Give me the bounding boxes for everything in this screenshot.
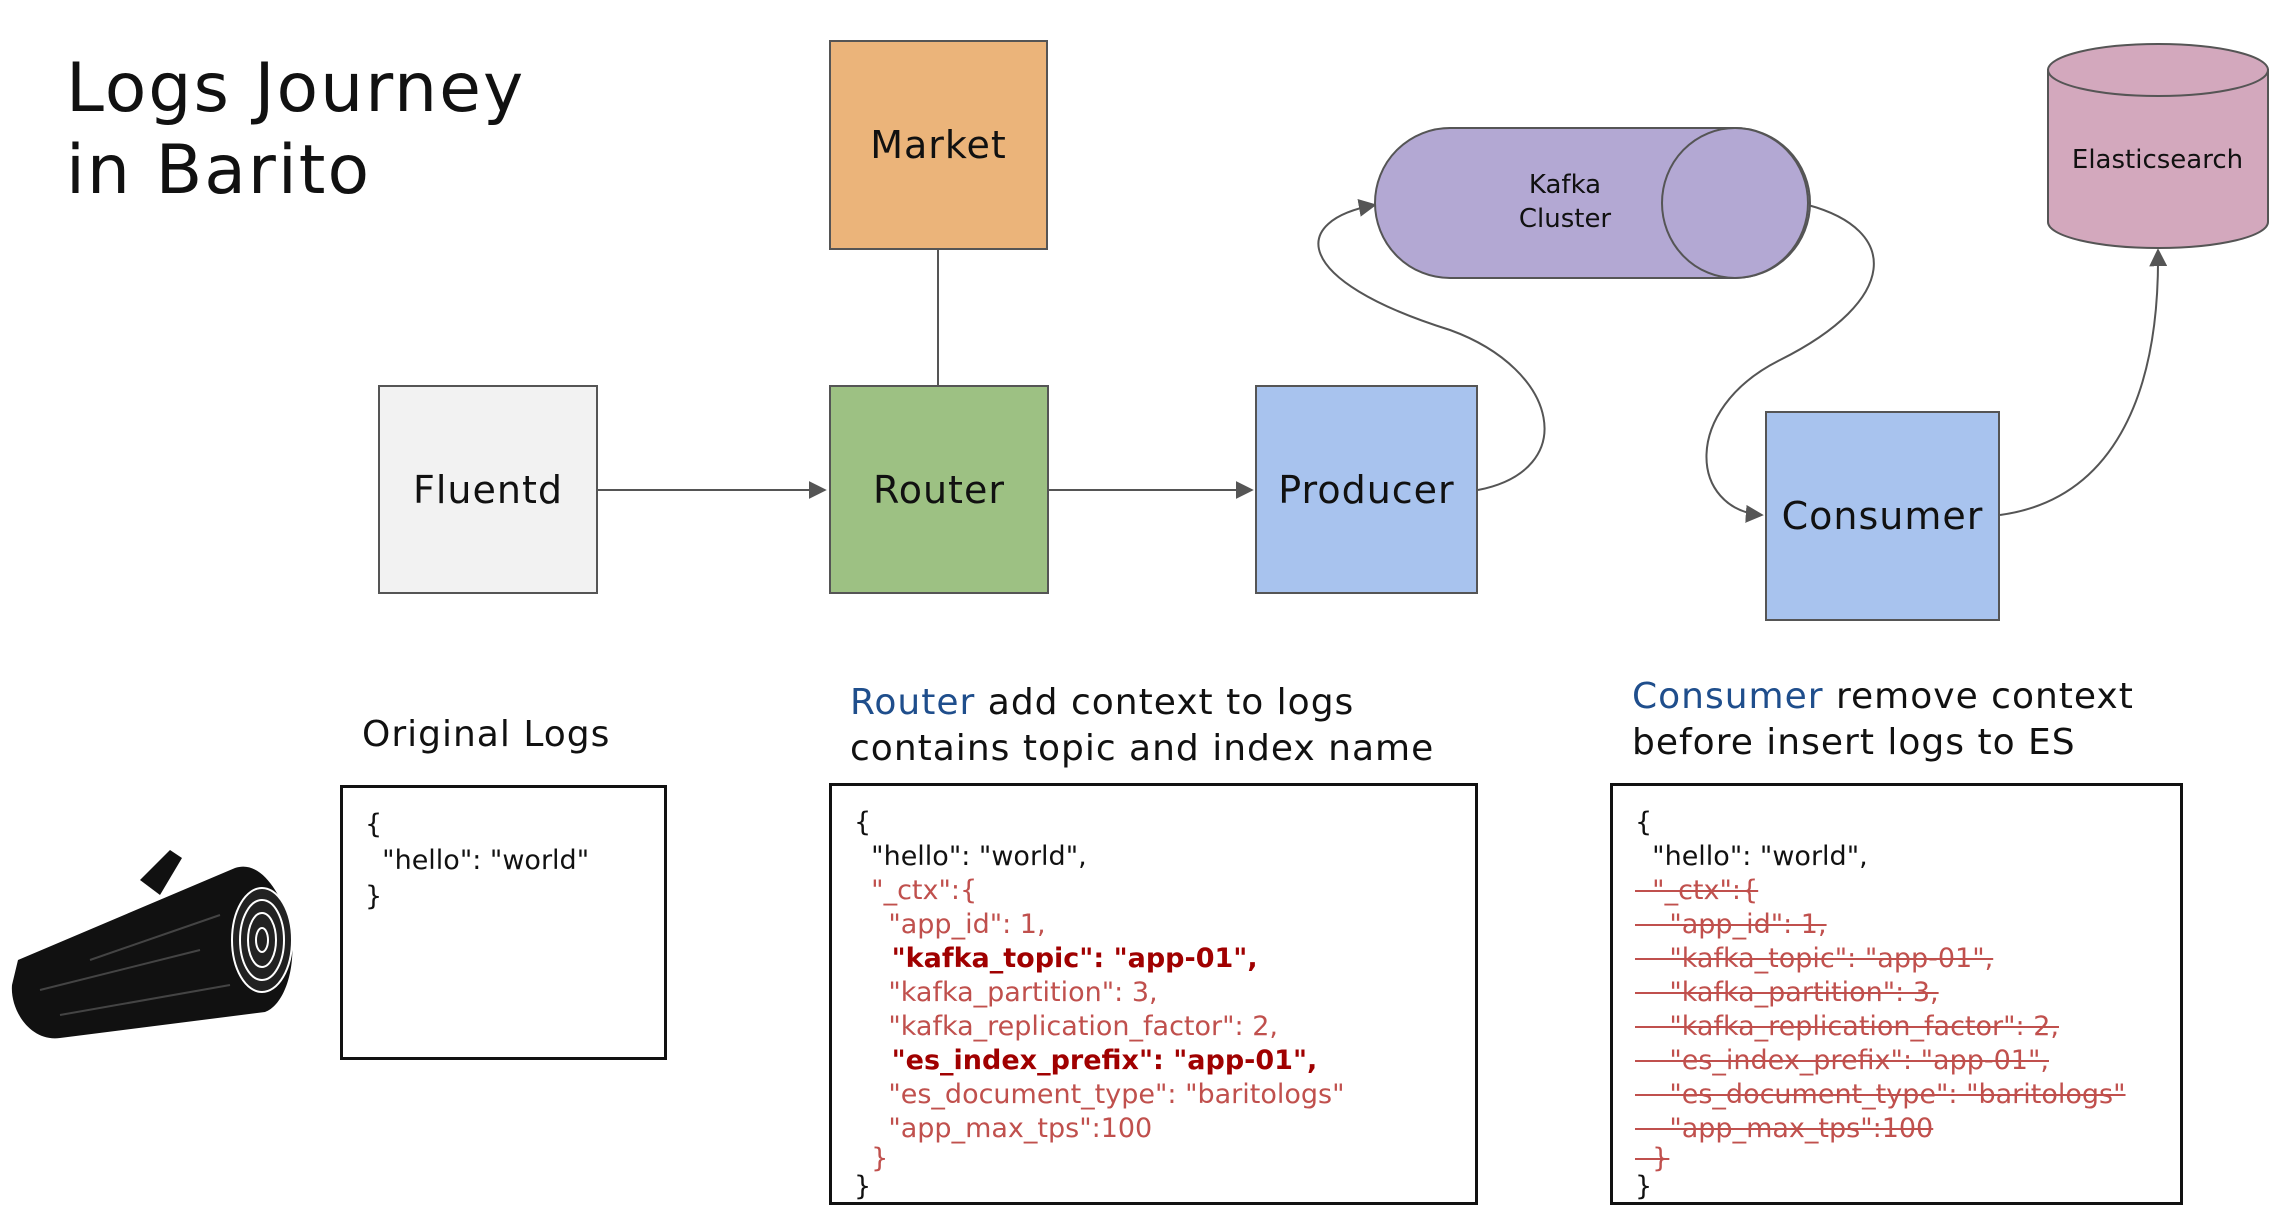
title-line-2: in Barito bbox=[66, 131, 372, 210]
code-line: } bbox=[854, 1143, 889, 1174]
code-line: "kafka_replication_factor": 2, bbox=[1635, 1011, 2059, 1042]
kafka-cluster-label: Kafka Cluster bbox=[1470, 168, 1660, 236]
original-logs-caption: Original Logs bbox=[362, 714, 611, 755]
code-line: "es_document_type": "baritologs" bbox=[1635, 1079, 2126, 1110]
code-line: "es_document_type": "baritologs" bbox=[854, 1079, 1345, 1110]
code-line: } bbox=[365, 881, 383, 912]
kafka-label-line-2: Cluster bbox=[1518, 204, 1612, 234]
code-line: "es_index_prefix": "app-01", bbox=[854, 1045, 1318, 1076]
code-line: "hello": "world" bbox=[365, 845, 590, 876]
code-line: "hello": "world", bbox=[1635, 841, 1868, 872]
code-line: "app_max_tps":100 bbox=[854, 1113, 1153, 1144]
market-node[interactable]: Market bbox=[829, 40, 1048, 250]
kafka-cluster-node bbox=[1374, 127, 1811, 279]
fluentd-label: Fluentd bbox=[413, 467, 563, 512]
kafka-consumer-arrow bbox=[1705, 204, 1875, 523]
code-line: "kafka_partition": 3, bbox=[854, 977, 1158, 1008]
code-line: "kafka_replication_factor": 2, bbox=[854, 1011, 1278, 1042]
kafka-label-line-1: Kafka bbox=[1528, 170, 1602, 200]
code-line: } bbox=[854, 1171, 872, 1202]
producer-kafka-arrow bbox=[1317, 198, 1546, 491]
elasticsearch-label: Elasticsearch bbox=[2071, 145, 2244, 175]
code-line: { bbox=[854, 807, 872, 838]
code-line: "app_max_tps":100 bbox=[1635, 1113, 1934, 1144]
wooden-log-icon bbox=[11, 850, 293, 1039]
title-line-1: Logs Journey bbox=[66, 49, 526, 128]
code-line: } bbox=[1635, 1171, 1653, 1202]
consumer-caption-rest: remove context bbox=[1823, 676, 2134, 717]
router-label: Router bbox=[873, 467, 1005, 512]
original-logs-box: { "hello": "world" } bbox=[340, 785, 667, 1060]
code-line: "es_index_prefix": "app-01", bbox=[1635, 1045, 2049, 1076]
consumer-logs-box: { "hello": "world", "_ctx":{ "app_id": 1… bbox=[1610, 783, 2183, 1205]
router-caption-line-2: contains topic and index name bbox=[850, 728, 1435, 769]
diagram-title: Logs Journey in Barito bbox=[66, 48, 525, 212]
market-label: Market bbox=[870, 123, 1007, 167]
code-line: { bbox=[1635, 807, 1653, 838]
producer-label: Producer bbox=[1278, 467, 1455, 512]
router-caption-rest: add context to logs bbox=[975, 682, 1355, 723]
code-line: "kafka_topic": "app-01", bbox=[854, 943, 1258, 974]
code-line: { bbox=[365, 809, 383, 840]
code-line: "kafka_partition": 3, bbox=[1635, 977, 1939, 1008]
code-line: "_ctx":{ bbox=[1635, 875, 1759, 906]
fluentd-node[interactable]: Fluentd bbox=[378, 385, 598, 594]
code-line: "app_id": 1, bbox=[854, 909, 1046, 940]
consumer-caption-line-2: before insert logs to ES bbox=[1632, 722, 2076, 763]
router-logs-box: { "hello": "world", "_ctx":{ "app_id": 1… bbox=[829, 783, 1478, 1205]
router-node[interactable]: Router bbox=[829, 385, 1049, 594]
code-line: } bbox=[1635, 1143, 1670, 1174]
producer-node[interactable]: Producer bbox=[1255, 385, 1478, 594]
code-line: "kafka_topic": "app-01", bbox=[1635, 943, 1994, 974]
consumer-node[interactable]: Consumer bbox=[1765, 411, 2000, 621]
router-caption: Router add context to logs contains topi… bbox=[850, 680, 1434, 772]
consumer-caption-keyword: Consumer bbox=[1632, 676, 1824, 717]
elasticsearch-node bbox=[2047, 43, 2269, 249]
consumer-label: Consumer bbox=[1781, 494, 1984, 538]
code-line: "hello": "world", bbox=[854, 841, 1087, 872]
router-caption-keyword: Router bbox=[850, 682, 976, 723]
code-line: "_ctx":{ bbox=[854, 875, 978, 906]
consumer-elasticsearch-arrow bbox=[1999, 248, 2168, 516]
consumer-caption: Consumer remove context before insert lo… bbox=[1632, 674, 2134, 766]
code-line: "app_id": 1, bbox=[1635, 909, 1827, 940]
